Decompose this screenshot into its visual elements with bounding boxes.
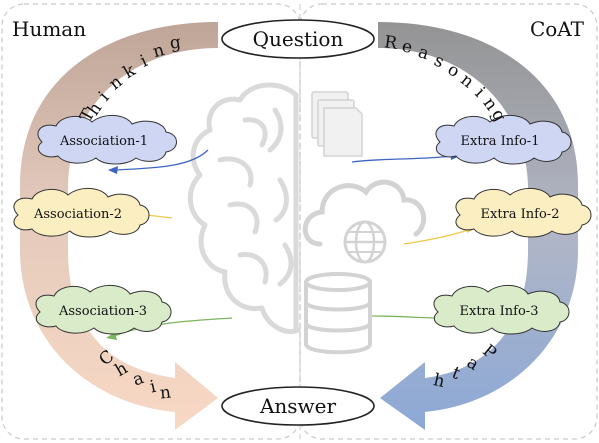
coat-title: CoAT: [530, 17, 585, 41]
cloud-globe-icon: [302, 179, 427, 264]
reasoning-letter-5: n: [457, 70, 478, 93]
association-3-label: Association-3: [58, 304, 147, 319]
question-label: Question: [253, 27, 344, 51]
association-3-cloud: Association-3: [35, 285, 172, 335]
extra-info-1-cloud: Extra Info-1: [435, 115, 572, 165]
human-title: Human: [12, 17, 86, 41]
thinking-letter-7: g: [169, 32, 183, 53]
link-association-1: [115, 149, 209, 171]
association-1-label: Association-1: [59, 134, 148, 149]
thinking-letter-6: n: [151, 40, 167, 62]
link-info-2: [403, 229, 469, 245]
question-node: Question: [221, 19, 375, 59]
link-info-1: [351, 155, 453, 163]
database-icon: [304, 272, 372, 355]
link-info-3: [371, 315, 441, 319]
answer-node: Answer: [221, 386, 375, 426]
brain-icon: [187, 82, 301, 334]
chain-letter-4: n: [159, 383, 172, 404]
extra-info-1-label: Extra Info-1: [461, 134, 540, 149]
chain-letter-3: i: [148, 377, 158, 398]
reasoning-letter-0: R: [383, 32, 400, 54]
path-letter-3: h: [432, 370, 447, 392]
extra-info-3-cloud: Extra Info-3: [433, 285, 570, 335]
extra-info-2-cloud: Extra Info-2: [455, 188, 592, 238]
answer-label: Answer: [259, 394, 337, 418]
association-2-cloud: Association-2: [13, 188, 150, 238]
document-stack-icon: [311, 91, 363, 157]
extra-info-3-label: Extra Info-3: [460, 304, 539, 319]
association-2-label: Association-2: [33, 207, 122, 222]
human-panel: [1, 3, 301, 440]
reasoning-letter-4: o: [444, 59, 463, 81]
coat-panel: [299, 3, 598, 440]
extra-info-2-label: Extra Info-2: [481, 207, 560, 222]
reasoning-letter-1: e: [400, 36, 414, 58]
association-1-cloud: Association-1: [37, 115, 177, 165]
